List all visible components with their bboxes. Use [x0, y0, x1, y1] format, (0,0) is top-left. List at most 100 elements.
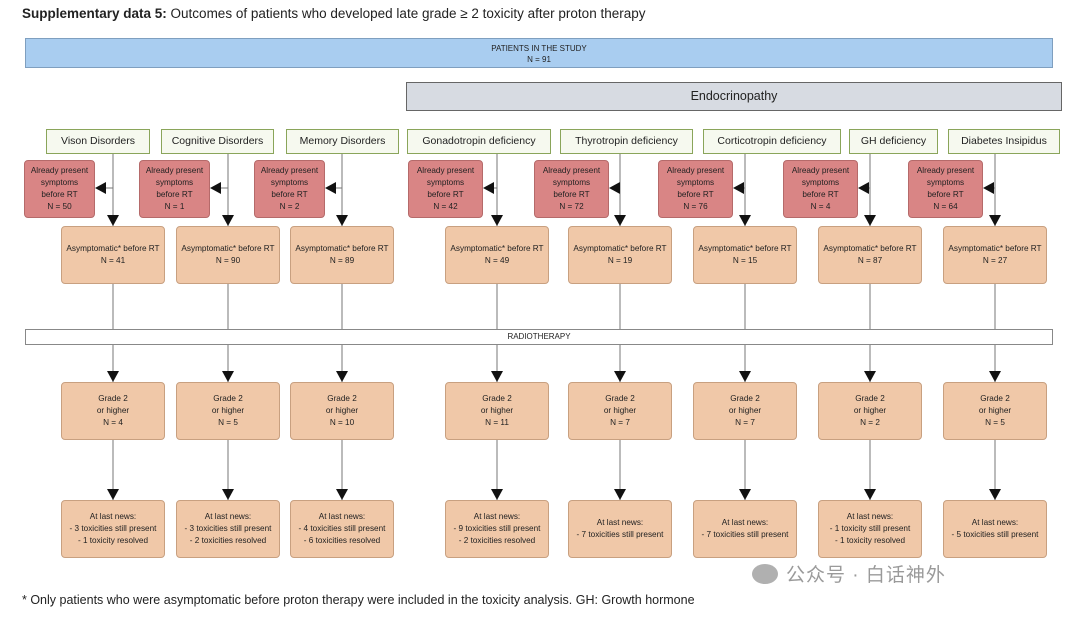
arrow-down-marker: [491, 489, 503, 500]
grade-box-line: N = 11: [485, 418, 509, 427]
asymptomatic-box-line: N = 87: [857, 256, 883, 265]
arrow-down-marker: [336, 371, 348, 382]
grade-box-line: Grade 2: [855, 394, 885, 403]
asymptomatic-box-line: Asymptomatic* before RT: [295, 244, 389, 253]
asymptomatic-box-line: N = 89: [329, 256, 355, 265]
category-header: Cognitive Disorders: [161, 129, 274, 154]
grade-box-line: or higher: [728, 406, 762, 415]
already-present-box-line: Already present: [260, 166, 319, 175]
category-header: Corticotropin deficiency: [703, 129, 841, 154]
asymptomatic-box-line: N = 27: [982, 256, 1008, 265]
grade-box-line: N = 10: [329, 418, 355, 427]
grade-box-line: or higher: [211, 406, 245, 415]
last-news-box: At last news:- 3 toxicities still presen…: [176, 500, 280, 558]
endocrinopathy-box: Endocrinopathy: [406, 82, 1062, 111]
arrow-down-marker: [491, 371, 503, 382]
last-news-box-line: At last news:: [971, 518, 1019, 527]
already-present-box-line: symptoms: [270, 178, 309, 187]
arrow-left-marker: [858, 182, 869, 194]
already-present-box-line: Already present: [30, 166, 89, 175]
last-news-box-line: - 2 toxicities resolved: [458, 536, 536, 545]
arrow-down-marker: [739, 371, 751, 382]
already-present-box-line: before RT: [553, 190, 590, 199]
arrow-left-marker: [95, 182, 106, 194]
already-present-box-line: before RT: [802, 190, 839, 199]
already-present-box-line: N = 72: [559, 202, 584, 211]
last-news-box-line: At last news:: [318, 512, 366, 521]
already-present-box-line: before RT: [271, 190, 308, 199]
grade-box-line: N = 5: [218, 418, 238, 427]
grade-box-line: Grade 2: [730, 394, 760, 403]
arrow-down-marker: [107, 215, 119, 226]
arrow-left-marker: [325, 182, 336, 194]
already-present-box-line: N = 64: [933, 202, 958, 211]
study-label: PATIENTS IN THE STUDY: [491, 44, 587, 53]
last-news-box-line: - 3 toxicities still present: [184, 524, 272, 533]
asymptomatic-box: Asymptomatic* before RT N = 90: [176, 226, 280, 284]
asymptomatic-box-line: N = 90: [215, 256, 241, 265]
arrow-down-marker: [864, 215, 876, 226]
watermark: 公众号 · 白话神外: [752, 560, 946, 587]
last-news-box: At last news: - 3 toxicities still presen…: [61, 500, 165, 558]
title-rest: Outcomes of patients who developed late …: [166, 6, 646, 21]
already-present-box-line: symptoms: [40, 178, 79, 187]
study-population-box: PATIENTS IN THE STUDY N = 91: [25, 38, 1053, 68]
figure-title: Supplementary data 5: Outcomes of patien…: [22, 6, 645, 21]
already-present-box-line: N = 1: [164, 202, 185, 211]
asymptomatic-box-line: N = 49: [484, 256, 510, 265]
arrow-down-marker: [491, 215, 503, 226]
arrow-left-marker: [609, 182, 620, 194]
last-news-box-line: - 2 toxicities resolved: [189, 536, 267, 545]
last-news-box-line: At last news:: [89, 512, 137, 521]
grade-box-line: Grade 2: [213, 394, 243, 403]
arrow-left-marker: [483, 182, 494, 194]
grade-box-line: N = 7: [735, 418, 755, 427]
last-news-box: At last news:- 5 toxicities still presen…: [943, 500, 1047, 558]
grade-box-line: Grade 2: [980, 394, 1010, 403]
already-present-box-line: N = 50: [47, 202, 72, 211]
last-news-box-line: - 1 toxicity resolved: [834, 536, 906, 545]
already-present-box: Already present symptoms before RT N = 2: [254, 160, 325, 218]
grade-box-line: or higher: [978, 406, 1012, 415]
arrow-left-marker: [983, 182, 994, 194]
last-news-box-line: - 7 toxicities still present: [701, 530, 789, 539]
already-present-box-line: N = 4: [810, 202, 831, 211]
arrow-down-marker: [989, 215, 1001, 226]
already-present-box-line: Already present: [145, 166, 204, 175]
grade-box-line: Grade 2: [98, 394, 128, 403]
last-news-box-line: - 3 toxicities still present: [69, 524, 157, 533]
last-news-box-line: At last news:: [473, 512, 521, 521]
asymptomatic-box-line: Asymptomatic* before RT: [948, 244, 1042, 253]
already-present-box-line: symptoms: [552, 178, 591, 187]
grade-box: Grade 2 or higher N = 5: [176, 382, 280, 440]
already-present-box-line: symptoms: [155, 178, 194, 187]
already-present-box-line: symptoms: [801, 178, 840, 187]
arrow-left-marker: [210, 182, 221, 194]
already-present-box-line: before RT: [927, 190, 964, 199]
last-news-box: At last news:- 7 toxicities still presen…: [568, 500, 672, 558]
asymptomatic-box-line: N = 19: [607, 256, 633, 265]
already-present-box-line: N = 2: [279, 202, 300, 211]
watermark-text: 公众号 · 白话神外: [786, 565, 946, 586]
asymptomatic-box-line: N = 15: [732, 256, 758, 265]
last-news-box-line: At last news:: [846, 512, 894, 521]
already-present-box-line: before RT: [427, 190, 464, 199]
grade-box-line: N = 7: [610, 418, 630, 427]
arrow-down-marker: [739, 215, 751, 226]
last-news-box-line: - 1 toxicity still present: [829, 524, 911, 533]
grade-box-line: or higher: [96, 406, 130, 415]
category-header: Diabetes Insipidus: [948, 129, 1060, 154]
arrow-down-marker: [864, 489, 876, 500]
category-header: Vison Disorders: [46, 129, 150, 154]
asymptomatic-box-line: Asymptomatic* before RT: [181, 244, 275, 253]
arrow-down-marker: [614, 215, 626, 226]
arrow-down-marker: [614, 371, 626, 382]
last-news-box-line: At last news:: [721, 518, 769, 527]
